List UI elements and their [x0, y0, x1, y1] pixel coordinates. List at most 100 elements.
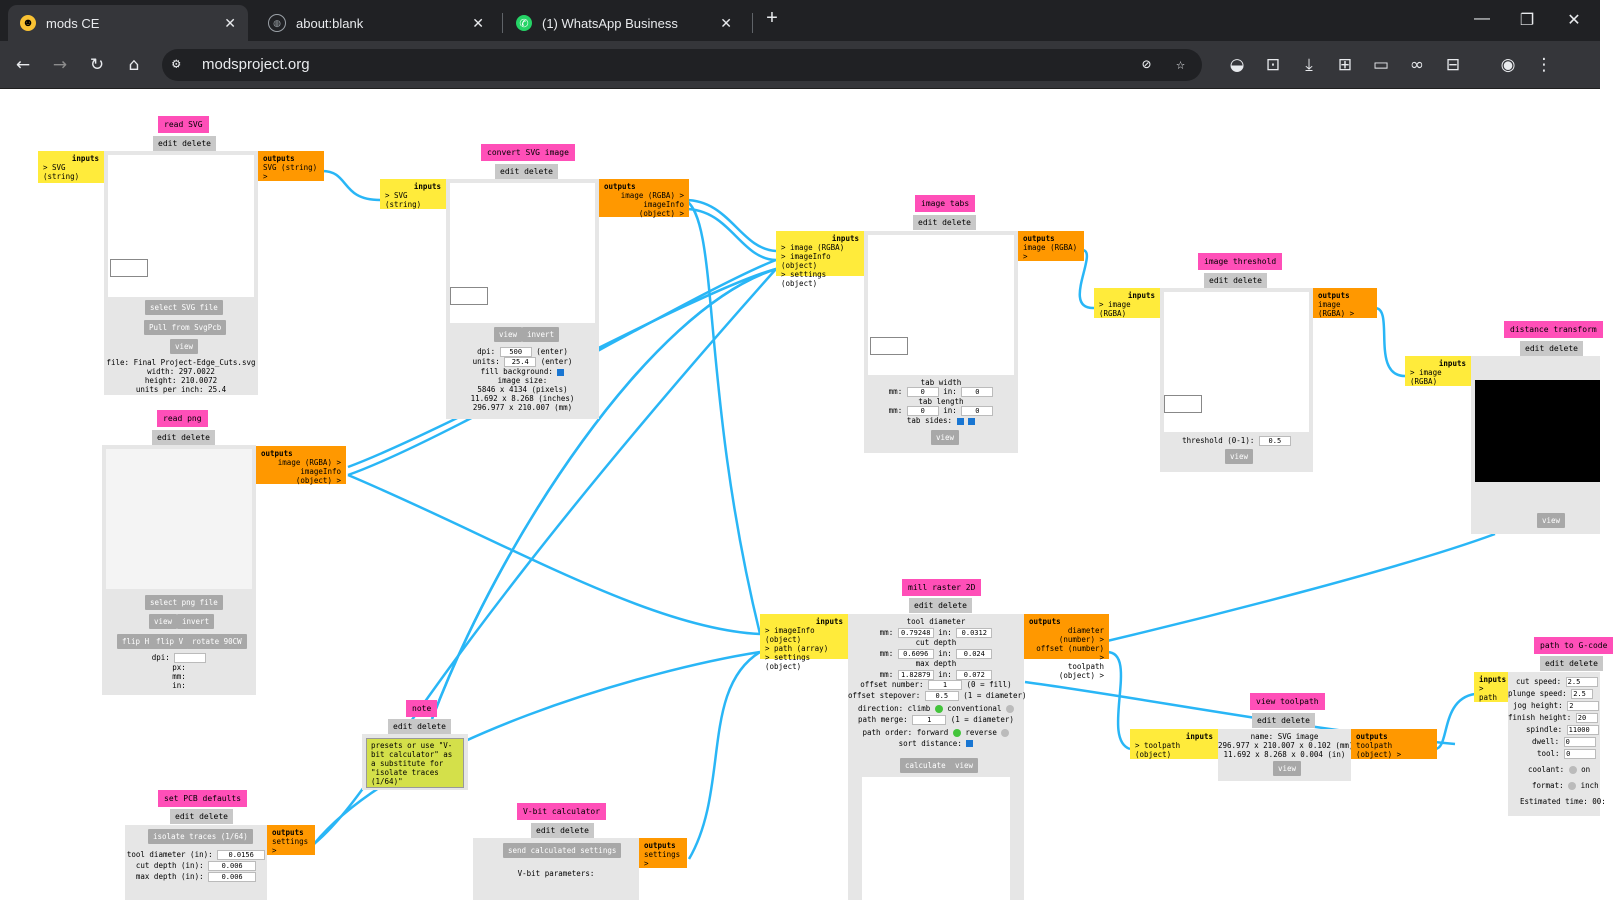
view-button[interactable]: view — [170, 339, 199, 354]
output-port[interactable]: image (RGBA) > — [1023, 243, 1078, 261]
input-port[interactable]: > SVG (string) — [43, 163, 80, 181]
input-port[interactable]: > image (RGBA) — [781, 243, 845, 252]
camera-off-icon[interactable]: ⊘ — [1142, 55, 1152, 73]
forward-radio[interactable] — [952, 729, 961, 737]
coolant-off-radio[interactable] — [1568, 766, 1577, 774]
url-text[interactable]: modsproject.org — [202, 56, 310, 73]
back-arrow-icon[interactable]: ← — [15, 55, 31, 75]
input-port[interactable]: > path (array) — [765, 644, 829, 653]
tab-width-mm-input[interactable]: 0 — [906, 387, 939, 397]
edit-delete-controls[interactable]: edit delete — [531, 823, 594, 838]
translate-icon[interactable]: ⊞ — [1337, 55, 1353, 75]
units-input[interactable]: 25.4 — [504, 357, 537, 367]
distance-transform-title[interactable]: distance transform — [1504, 321, 1603, 338]
calculate-button[interactable]: calculate — [900, 758, 951, 773]
max-depth-in-input[interactable]: 0.072 — [956, 669, 993, 680]
spindle-input[interactable]: 11000 — [1566, 725, 1599, 735]
png-dpi-input[interactable] — [174, 653, 207, 663]
input-port[interactable]: > toolpath (object) — [1135, 741, 1181, 759]
view-button[interactable]: view — [1273, 761, 1302, 776]
input-port[interactable]: > imageInfo (object) — [781, 252, 831, 270]
edit-delete-controls[interactable]: edit delete — [1252, 713, 1315, 728]
view-button[interactable]: view — [494, 327, 523, 342]
edit-delete-controls[interactable]: edit delete — [913, 215, 976, 230]
cut-depth-input[interactable]: 0.006 — [208, 861, 257, 871]
cut-depth-in-input[interactable]: 0.024 — [956, 648, 993, 659]
input-port[interactable]: > SVG (string) — [385, 191, 422, 209]
send-calculated-settings-button[interactable]: send calculated settings — [503, 843, 622, 858]
tool-diameter-input[interactable]: 0.0156 — [217, 850, 266, 860]
tab-about-blank[interactable]: ◍ about:blank ✕ — [256, 5, 496, 41]
mods-canvas[interactable]: read SVG edit delete inputs > SVG (strin… — [0, 89, 1613, 900]
minimize-button[interactable]: — — [1474, 10, 1490, 27]
note-title[interactable]: note — [406, 700, 438, 717]
reload-icon[interactable]: ↻ — [89, 55, 105, 75]
close-tab-icon[interactable]: ✕ — [472, 14, 484, 31]
view-button[interactable]: view — [931, 430, 960, 445]
output-port[interactable]: settings > — [644, 850, 681, 868]
site-info-icon[interactable]: ⚙ — [172, 56, 181, 72]
edit-delete-controls[interactable]: edit delete — [1204, 273, 1267, 288]
flip-h-button[interactable]: flip H — [117, 634, 155, 649]
read-png-title[interactable]: read png — [157, 410, 208, 427]
view-button[interactable]: view — [1225, 449, 1254, 464]
edit-delete-controls[interactable]: edit delete — [1520, 341, 1583, 356]
max-depth-input[interactable]: 0.006 — [208, 872, 257, 882]
isolate-traces-button[interactable]: isolate traces (1/64) — [148, 829, 253, 844]
close-window-button[interactable]: ✕ — [1567, 12, 1581, 29]
output-port[interactable]: imageInfo (object) > — [295, 467, 341, 485]
bookmark-star-icon[interactable]: ☆ — [1176, 55, 1186, 73]
invert-button[interactable]: invert — [522, 327, 560, 342]
new-tab-button[interactable]: + — [766, 7, 778, 29]
jog-height-input[interactable]: 2 — [1567, 701, 1600, 711]
image-tabs-title[interactable]: image tabs — [915, 195, 976, 212]
select-svg-file-button[interactable]: select SVG file — [145, 300, 223, 315]
edit-delete-controls[interactable]: edit delete — [495, 164, 558, 179]
pull-from-svgpcb-button[interactable]: Pull from SvgPcb — [144, 320, 227, 335]
input-port[interactable]: > settings (object) — [781, 270, 827, 288]
tab-whatsapp[interactable]: ✆ (1) WhatsApp Business ✕ — [504, 5, 744, 41]
output-port[interactable]: image (RGBA) > — [620, 191, 684, 200]
tab-length-in-input[interactable]: 0 — [961, 406, 994, 416]
output-port[interactable]: toolpath (object) > — [1356, 741, 1402, 759]
output-port[interactable]: offset (number) > — [1036, 644, 1104, 662]
edit-delete-controls[interactable]: edit delete — [153, 136, 216, 151]
output-port[interactable]: toolpath (object) > — [1058, 662, 1104, 680]
plunge-speed-input[interactable]: 2.5 — [1571, 689, 1594, 699]
sort-distance-checkbox[interactable] — [966, 740, 974, 747]
edit-delete-controls[interactable]: edit delete — [170, 809, 233, 824]
read-svg-title[interactable]: read SVG — [158, 116, 209, 133]
edit-delete-controls[interactable]: edit delete — [152, 430, 215, 445]
tab-side-checkbox[interactable] — [956, 417, 964, 425]
view-button[interactable]: view — [149, 614, 178, 629]
tab-mods-ce[interactable]: ☻ mods CE ✕ — [8, 5, 248, 41]
reverse-radio[interactable] — [1001, 729, 1010, 737]
path-to-gcode-title[interactable]: path to G-code — [1534, 637, 1613, 654]
threshold-input[interactable]: 0.5 — [1258, 436, 1291, 446]
finish-height-input[interactable]: 20 — [1575, 713, 1598, 723]
invert-button[interactable]: invert — [177, 614, 215, 629]
input-port[interactable]: > settings (object) — [765, 653, 811, 671]
reading-list-icon[interactable]: ⊟ — [1445, 55, 1461, 75]
format-radio[interactable] — [1568, 782, 1577, 790]
cut-depth-mm-input[interactable]: 0.6096 — [897, 648, 934, 659]
input-port[interactable]: > image (RGBA) — [1099, 300, 1131, 318]
cast-icon[interactable]: ▭ — [1372, 55, 1390, 75]
tool-diameter-in-input[interactable]: 0.0312 — [956, 627, 993, 638]
tab-width-in-input[interactable]: 0 — [961, 387, 994, 397]
offset-number-input[interactable]: 1 — [928, 680, 963, 690]
convert-svg-title[interactable]: convert SVG image — [481, 144, 575, 161]
tool-diameter-mm-input[interactable]: 0.79248 — [897, 627, 934, 638]
view-button[interactable]: view — [950, 758, 979, 773]
path-merge-input[interactable]: 1 — [912, 714, 947, 725]
view-toolpath-title[interactable]: view toolpath — [1250, 693, 1325, 710]
max-depth-mm-input[interactable]: 1.82879 — [897, 669, 934, 680]
output-port[interactable]: image (RGBA) > — [1318, 300, 1355, 318]
screenshot-icon[interactable]: ⊡ — [1265, 55, 1281, 75]
output-port[interactable]: diameter (number) > — [1058, 626, 1104, 644]
note-textarea[interactable]: presets or use "V-bit calculator" as a s… — [366, 738, 464, 788]
edit-delete-controls[interactable]: edit delete — [388, 719, 451, 734]
offset-stepover-input[interactable]: 0.5 — [924, 690, 959, 701]
forward-arrow-icon[interactable]: → — [52, 55, 68, 75]
view-button[interactable]: view — [1537, 513, 1566, 528]
